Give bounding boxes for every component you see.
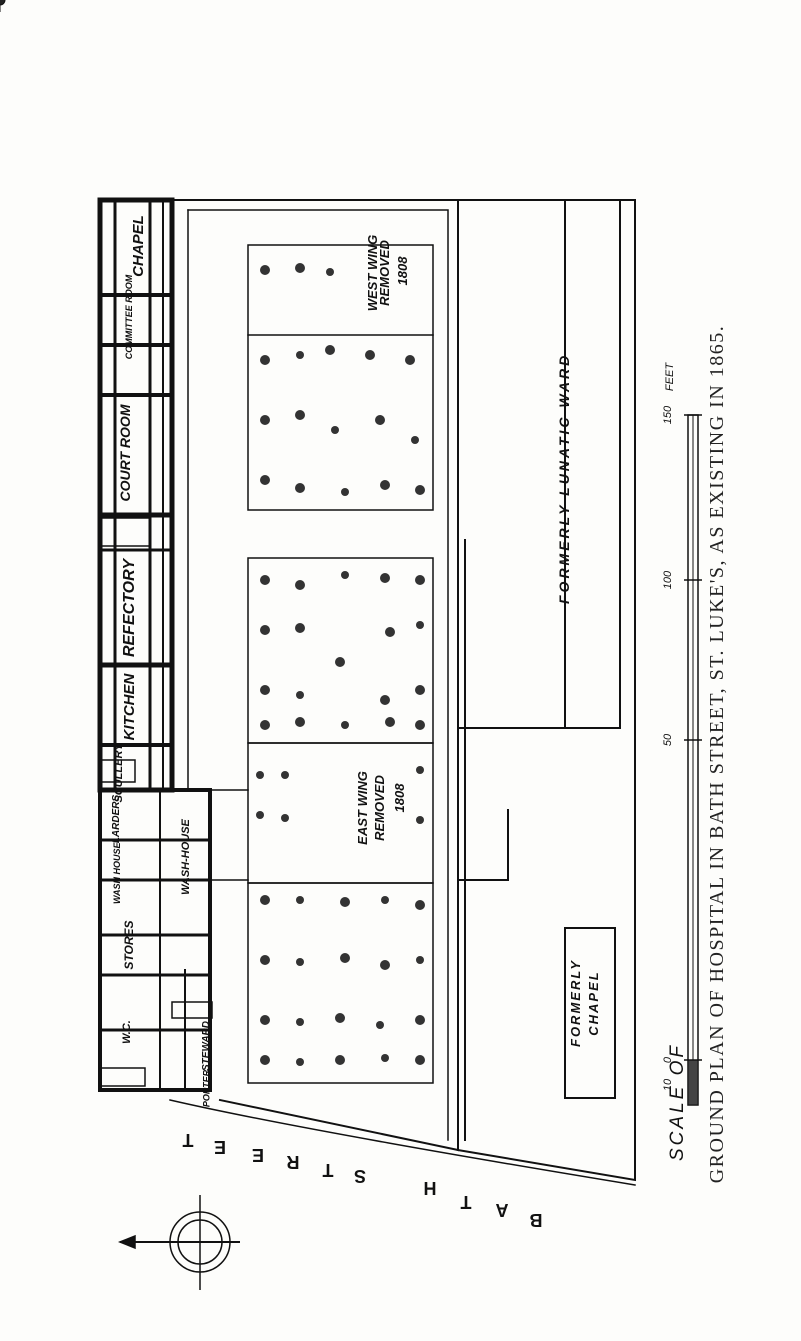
room-refectory-label: REFECTORY	[121, 558, 138, 658]
scale-bar	[684, 414, 702, 1106]
former-chapel-label-1: FORMERLY	[568, 959, 583, 1047]
rear-offices-outline	[98, 517, 213, 1092]
room-wc-label: W.C.	[121, 1020, 133, 1044]
scale-tick-label: 0	[662, 1056, 674, 1064]
room-larders-label: LARDERS	[111, 794, 122, 844]
former-chapel-label-2: CHAPEL	[586, 970, 601, 1036]
courtyard-frame	[171, 199, 459, 1152]
lunatic-ward-label: FORMERLY LUNATIC WARD	[556, 352, 572, 604]
scale-tick-label: 10	[662, 1078, 674, 1092]
scale-tick-label: 100	[662, 570, 674, 590]
room-wash-house-label: WASH-HOUSE	[180, 819, 192, 895]
map-caption: GROUND PLAN OF HOSPITAL IN BATH STREET, …	[706, 324, 728, 1184]
tree-marks	[256, 263, 425, 1066]
street-letter: A	[495, 1200, 509, 1220]
scale-tick-label: 150	[662, 405, 674, 425]
street-letter: B	[529, 1210, 543, 1230]
scale-tick-label: 50	[662, 733, 674, 747]
room-wash-house-small-label: WASH HOUSE	[112, 842, 122, 904]
scale-unit-label: FEET	[664, 362, 676, 392]
street-letter: H	[423, 1178, 437, 1198]
room-stores-label: STORES	[122, 920, 136, 970]
room-committee-label: COMMITTEE ROOM	[124, 274, 134, 360]
garden-plots	[247, 244, 434, 1084]
street-letter: T	[460, 1192, 472, 1212]
lunatic-ward-outline	[456, 199, 636, 1182]
street-outline	[169, 1099, 636, 1186]
street-letter: T	[322, 1160, 334, 1180]
east-wing-removed-label: REMOVED	[372, 775, 387, 841]
street-letter: E	[214, 1137, 227, 1157]
west-wing-year-label: 1808	[395, 256, 410, 286]
street-letter: E	[252, 1145, 265, 1165]
street-letter: T	[182, 1130, 194, 1150]
garden-trees	[0, 0, 6, 12]
east-wing-label: EAST WING	[355, 771, 370, 845]
compass-rose	[117, 1195, 240, 1290]
street-letter: S	[354, 1166, 367, 1186]
west-wing-removed-label: REMOVED	[377, 240, 392, 306]
room-porter-label: PORTER	[201, 1069, 212, 1108]
street-letter: R	[286, 1152, 300, 1172]
room-court-label: COURT ROOM	[117, 404, 133, 502]
east-wing-year-label: 1808	[392, 783, 407, 813]
